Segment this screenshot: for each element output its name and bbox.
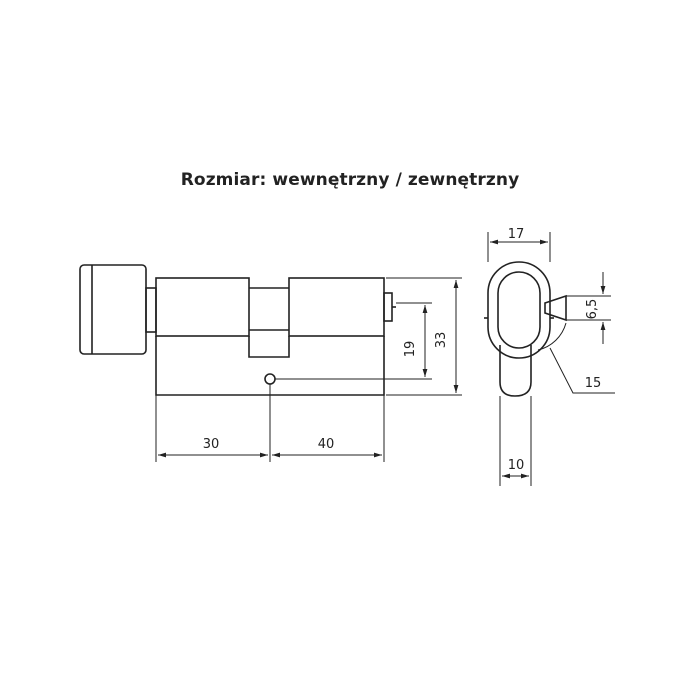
label-cam-size: 6,5 [585,299,600,320]
profile-lower [499,345,532,397]
cam-radius-arc [537,322,567,351]
thumb-turn-knob [79,264,147,355]
label-cam-radius: 15 [585,376,602,391]
left-barrel [155,277,250,337]
front-profile [484,261,567,397]
profile-outer [487,261,551,359]
cam [544,294,567,322]
tail-cap [383,292,393,322]
cam-notch [248,336,290,358]
label-outer: 40 [318,437,335,452]
label-lower-width: 10 [508,458,525,473]
right-barrel [288,277,385,337]
knob-shaft [145,287,157,333]
label-cam-height: 19 [403,341,418,358]
dim-cam-radius-leader [549,347,615,394]
label-inner: 30 [203,437,220,452]
side-view [79,264,396,396]
diagram-title: Rozmiar: wewnętrzny / zewnętrzny [180,170,520,190]
label-body-height: 33 [434,332,449,349]
profile-inner [497,271,541,349]
label-profile-width: 17 [508,227,525,242]
fixing-hole [264,373,276,385]
